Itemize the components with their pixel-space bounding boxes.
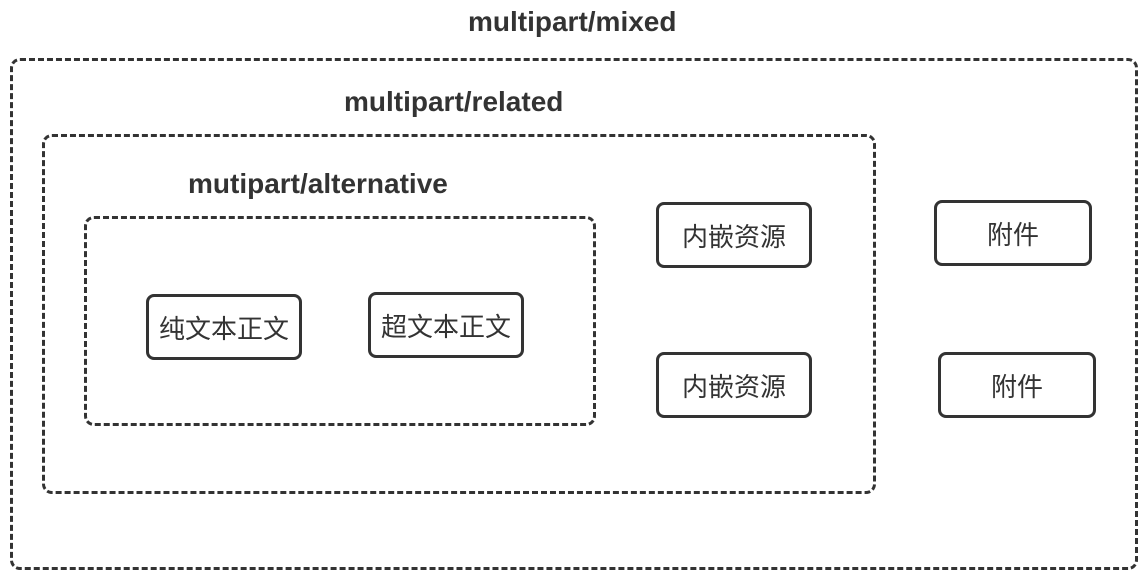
attachment-box: 附件 [934, 200, 1092, 266]
related-title: multipart/related [344, 86, 564, 117]
plain-text-body-box: 纯文本正文 [146, 294, 302, 360]
hypertext-body-box: 超文本正文 [368, 292, 524, 358]
related-container [42, 134, 876, 494]
mixed-container [10, 58, 1138, 570]
embedded-resource-box: 内嵌资源 [656, 352, 812, 418]
embedded-resource-box: 内嵌资源 [656, 202, 812, 268]
alternative-title: mutipart/alternative [188, 168, 448, 199]
alternative-container [84, 216, 596, 426]
attachment-box: 附件 [938, 352, 1096, 418]
mixed-title: multipart/mixed [468, 6, 677, 37]
